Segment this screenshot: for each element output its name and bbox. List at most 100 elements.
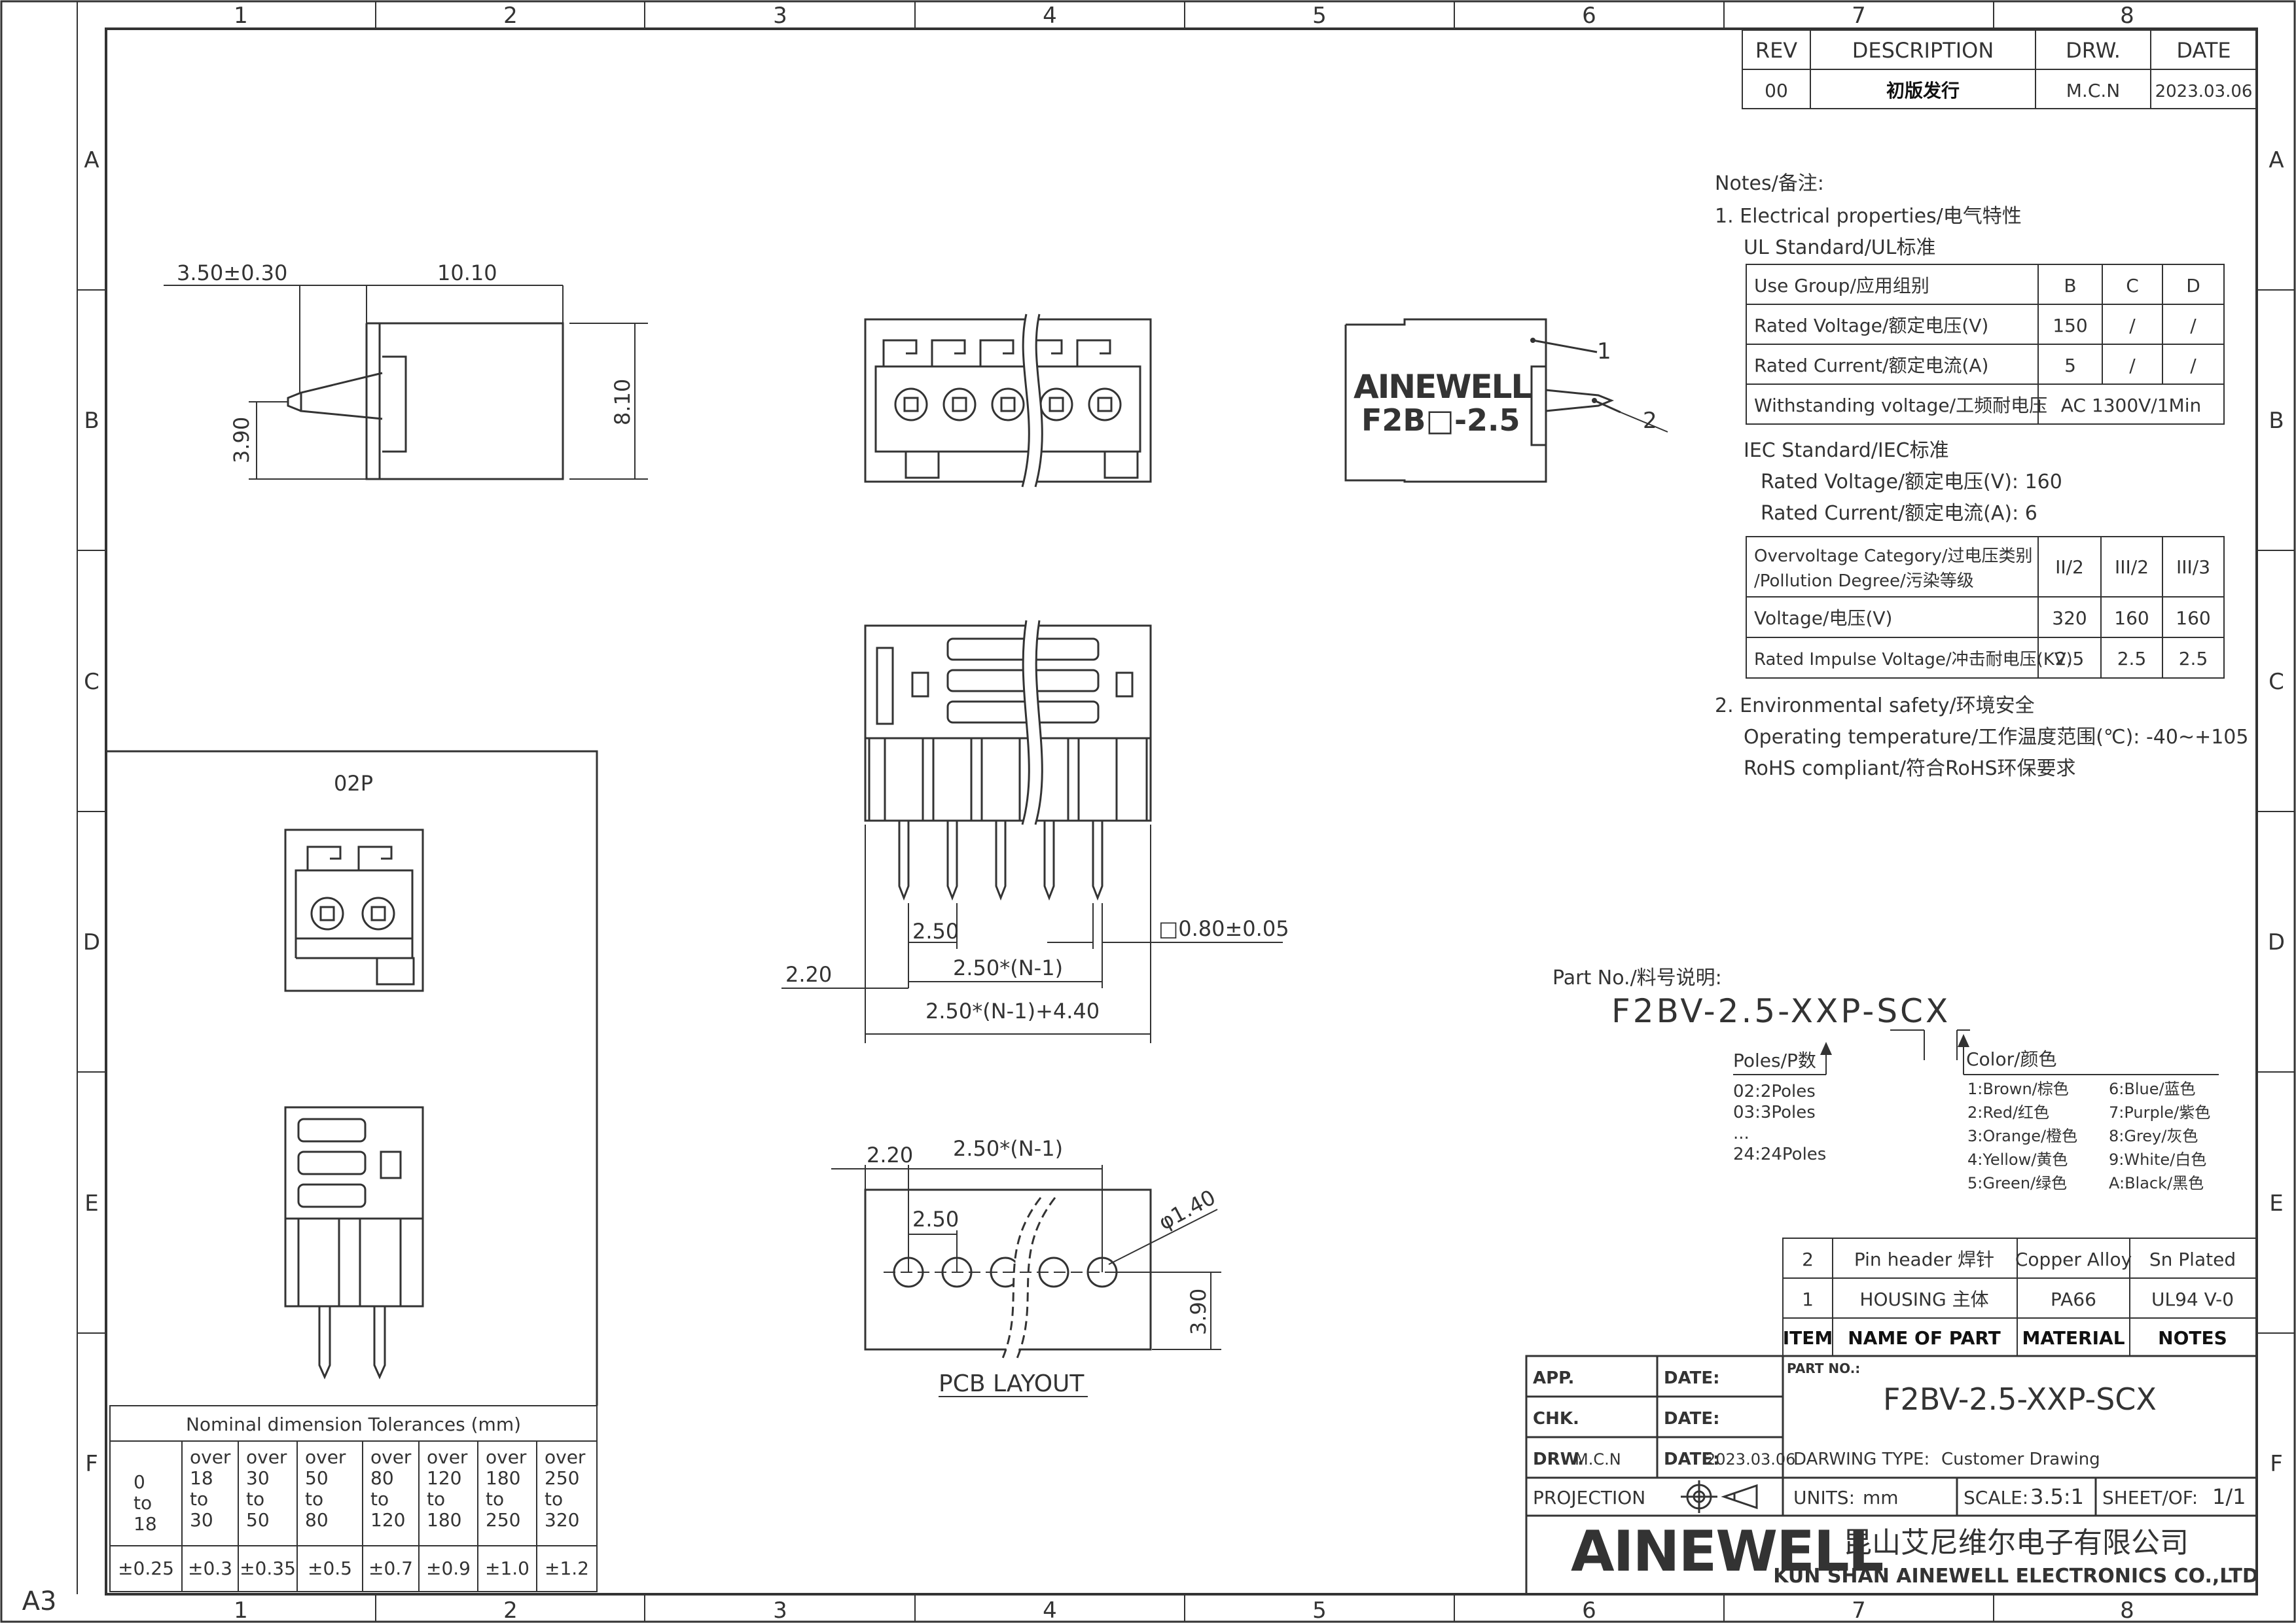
iec-cell: II/2 <box>2055 556 2084 578</box>
dim-overall-width: 2.50*(N-1)+4.40 <box>925 999 1100 1024</box>
company-name-cn: 昆山艾尼维尔电子有限公司 <box>1843 1526 2189 1560</box>
color-option: 1:Brown/棕色 <box>1967 1080 2069 1098</box>
bom-header: MATERIAL <box>2022 1327 2125 1349</box>
col-label-bottom: 2 <box>503 1597 518 1623</box>
iec-cell: III/2 <box>2115 556 2149 578</box>
drw-header: DRW. <box>2066 38 2121 63</box>
poles-option: 03:3Poles <box>1733 1103 1816 1122</box>
col-label-bottom: 3 <box>773 1597 787 1623</box>
iec-cell: 320 <box>2052 607 2087 629</box>
iec-table: Overvoltage Category/过电压类别 /Pollution De… <box>1746 536 2225 679</box>
units-label: UNITS: <box>1793 1487 1855 1508</box>
ul-row-label: Rated Voltage/额定电压(V) <box>1754 315 1988 336</box>
col-label-top: 6 <box>1582 3 1596 29</box>
bom-cell: HOUSING 主体 <box>1859 1289 1988 1310</box>
title-part-number: F2BV-2.5-XXP-SCX <box>1883 1382 2157 1417</box>
iec-category-label: Overvoltage Category/过电压类别 <box>1754 546 2032 566</box>
range-text: 30 <box>190 1509 213 1531</box>
range-text: 0 <box>134 1471 145 1493</box>
ul-standard-title: UL Standard/UL标准 <box>1744 236 1935 259</box>
notes-title: Notes/备注: <box>1715 172 1824 195</box>
range-text: 320 <box>545 1509 579 1531</box>
note-electrical: 1. Electrical properties/电气特性 <box>1715 205 2022 228</box>
sheet-label: SHEET/OF: <box>2102 1487 2198 1508</box>
iec-rated-voltage: Rated Voltage/额定电压(V): 160 <box>1761 471 2062 493</box>
color-option: 6:Blue/蓝色 <box>2109 1080 2196 1098</box>
row-label-right: A <box>2269 147 2284 173</box>
row-label-left: F <box>85 1451 98 1477</box>
color-option: 5:Green/绿色 <box>1967 1174 2067 1192</box>
iec-row-label: Rated Impulse Voltage/冲击耐电压(KV) <box>1754 650 2073 669</box>
range-text: 80 <box>305 1509 329 1531</box>
frame-row-labels: A B C D E F A B C D E F A3 <box>22 147 2286 1616</box>
poles-title: Poles/P数 <box>1733 1050 1816 1071</box>
part-no-label: Part No./料号说明: <box>1552 967 1722 990</box>
range-text: to <box>190 1488 208 1510</box>
pcb-layout-title: PCB LAYOUT <box>939 1370 1085 1397</box>
range-text: over <box>305 1446 346 1468</box>
range-text: over <box>545 1446 586 1468</box>
ul-cell: C <box>2126 275 2139 296</box>
iec-cell: 2.5 <box>2179 648 2208 669</box>
drawing-type-value: Customer Drawing <box>1941 1450 2100 1469</box>
row-label-right: F <box>2270 1451 2283 1477</box>
range-text: 80 <box>370 1467 394 1489</box>
callout-1: 1 <box>1597 338 1611 365</box>
drawing-type-label: DARWING TYPE: <box>1793 1450 1929 1469</box>
color-option: 8:Grey/灰色 <box>2109 1127 2198 1145</box>
app-label: APP. <box>1533 1368 1574 1388</box>
part-no-code: F2BV-2.5-XXP-SCX <box>1611 992 1950 1030</box>
app-date-label: DATE: <box>1664 1368 1720 1388</box>
title-block: APP. DATE: CHK. DATE: DRW. DATE: PART NO… <box>1525 1355 2259 1596</box>
iec-cell: 2.5 <box>2055 648 2085 669</box>
range-text: to <box>427 1488 445 1510</box>
range-text: 50 <box>305 1467 329 1489</box>
drw-value: M.C.N <box>1575 1450 1621 1469</box>
dim-3-90: 3.90 <box>229 417 254 463</box>
range-text: to <box>486 1488 504 1510</box>
color-title: Color/颜色 <box>1966 1048 2057 1070</box>
dim-3-50: 3.50±0.30 <box>177 260 287 285</box>
tolerance-value: ±0.35 <box>240 1558 296 1579</box>
bom-cell: Pin header 焊针 <box>1854 1249 1994 1270</box>
label-view-code: F2B□-2.5 <box>1361 402 1520 438</box>
iec-cell: 160 <box>2176 607 2210 629</box>
description-value: 初版发行 <box>1886 80 1960 101</box>
bom-header: NAME OF PART <box>1848 1327 2001 1349</box>
bom-cell: Copper Alloy <box>2015 1249 2132 1270</box>
drw-date-label: DATE: <box>1664 1450 1720 1469</box>
iec-cell: 2.5 <box>2117 648 2147 669</box>
range-text: over <box>486 1446 527 1468</box>
iec-rated-current: Rated Current/额定电流(A): 6 <box>1761 502 2037 525</box>
notes-section: Notes/备注: 1. Electrical properties/电气特性 … <box>1715 172 2248 780</box>
operating-temperature: Operating temperature/工作温度范围(℃): -40~+10… <box>1744 726 2248 749</box>
bom-header: ITEM <box>1783 1327 1833 1349</box>
col-label-top: 2 <box>503 3 518 29</box>
range-text: 120 <box>427 1467 461 1489</box>
col-label-top: 8 <box>2120 3 2134 29</box>
range-text: over <box>246 1446 287 1468</box>
color-option: 2:Red/红色 <box>1967 1103 2049 1122</box>
bom-cell: UL94 V-0 <box>2151 1289 2234 1310</box>
range-text: over <box>190 1446 231 1468</box>
side-view: 3.50±0.30 10.10 8.10 3.90 <box>164 260 648 480</box>
dim-pitch: 2.50 <box>912 919 959 944</box>
pcb-dim-pitch: 2.50 <box>912 1207 959 1232</box>
scale-label: SCALE: <box>1964 1487 2028 1508</box>
bom-cell: PA66 <box>2051 1289 2096 1310</box>
range-text: to <box>545 1488 563 1510</box>
ul-cell: / <box>2190 315 2197 336</box>
tolerance-value: ±1.0 <box>485 1558 529 1579</box>
iec-pollution-label: /Pollution Degree/污染等级 <box>1754 571 1974 591</box>
frame-column-labels: 1 2 3 4 5 6 7 8 1 2 3 4 5 6 7 8 <box>234 3 2134 1623</box>
range-text: over <box>370 1446 412 1468</box>
col-label-bottom: 7 <box>1852 1597 1866 1623</box>
tolerance-ranges: 0 to 18 over 18 to 30 over 30 to 50 over… <box>134 1446 586 1535</box>
rev-header: REV <box>1755 38 1797 63</box>
dim-offset: 2.20 <box>785 962 832 987</box>
ul-row-label: Withstanding voltage/工频耐电压 <box>1754 395 2047 416</box>
tolerance-title: Nominal dimension Tolerances (mm) <box>186 1414 521 1435</box>
row-label-left: E <box>84 1190 98 1217</box>
description-header: DESCRIPTION <box>1852 38 1994 63</box>
